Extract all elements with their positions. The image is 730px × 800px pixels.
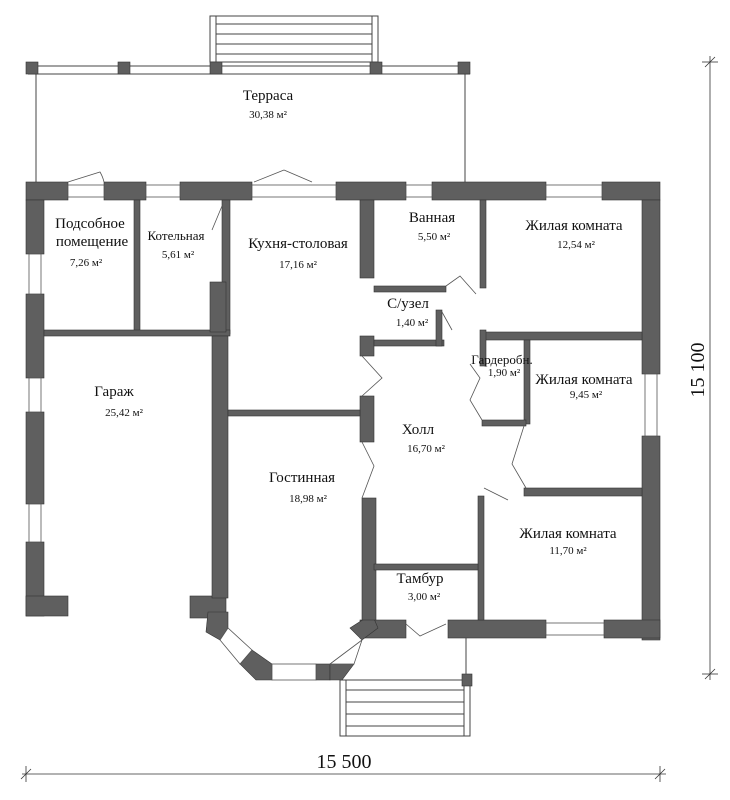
room-area-bath: 5,50 м²	[418, 231, 451, 243]
height-label: 15 100	[687, 343, 709, 398]
room-name-bath: Ванная	[409, 210, 455, 226]
dimension-height: 15 100	[687, 56, 718, 680]
room-area-utility: 7,26 м²	[70, 257, 103, 269]
room-name-terrace: Терраса	[243, 88, 294, 104]
room-area-boiler: 5,61 м²	[162, 249, 195, 261]
room-name-utility: Подсобное	[55, 216, 125, 232]
interior-walls	[43, 199, 643, 621]
room-name-utility-2: помещение	[56, 234, 129, 250]
terrace	[25, 15, 471, 182]
room-area-living: 18,98 м²	[289, 493, 327, 505]
entrance-steps	[339, 638, 473, 737]
room-area-bedroom2: 9,45 м²	[570, 389, 603, 401]
room-name-bedroom1: Жилая комната	[525, 218, 623, 234]
room-area-hall: 16,70 м²	[407, 443, 445, 455]
room-area-vestibule: 3,00 м²	[408, 591, 441, 603]
outer-walls	[25, 181, 661, 681]
room-area-terrace: 30,38 м²	[249, 109, 287, 121]
room-name-living: Гостинная	[269, 470, 335, 486]
dimension-width: 15 500	[20, 751, 666, 782]
room-area-kitchen: 17,16 м²	[279, 259, 317, 271]
room-name-garage: Гараж	[94, 384, 134, 400]
room-name-kitchen: Кухня-столовая	[248, 236, 348, 252]
room-area-wardrobe: 1,90 м²	[488, 367, 521, 379]
room-name-bedroom2: Жилая комната	[535, 372, 633, 388]
room-name-vestibule: Тамбур	[397, 571, 444, 587]
room-name-wardrobe: Гардеробн.	[471, 352, 533, 367]
room-area-bedroom3: 11,70 м²	[549, 545, 587, 557]
room-name-wc: С/узел	[387, 296, 429, 312]
room-area-bedroom1: 12,54 м²	[557, 239, 595, 251]
width-label: 15 500	[317, 751, 372, 773]
windows	[28, 184, 658, 681]
room-area-wc: 1,40 м²	[396, 317, 429, 329]
room-name-bedroom3: Жилая комната	[519, 526, 617, 542]
terrace-steps	[209, 15, 379, 63]
room-area-garage: 25,42 м²	[105, 407, 143, 419]
room-name-boiler: Котельная	[148, 228, 205, 243]
room-name-hall: Холл	[402, 422, 435, 438]
room-labels: Терраса 30,38 м² Подсобное помещение 7,2…	[55, 88, 633, 603]
doors	[67, 169, 527, 637]
